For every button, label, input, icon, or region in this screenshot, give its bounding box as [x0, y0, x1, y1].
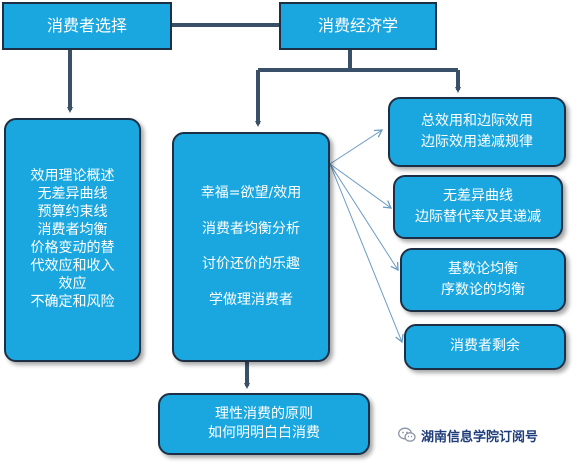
right-box-line: 基数论均衡	[448, 261, 518, 277]
left-panel-line: 代效应和收入	[30, 257, 115, 274]
left-panel-line: 预算约束线	[37, 204, 108, 221]
right-box-line: 序数论的均衡	[441, 282, 525, 298]
left-panel: 效用理论概述 无差异曲线 预算约束线 消费者均衡 价格变动的替 代效应和收入 效…	[4, 118, 141, 362]
top-right-label: 消费经济学	[317, 16, 398, 35]
right-box-marginal-utility: 总效用和边际效用 边际效用递减规律	[388, 97, 566, 167]
top-left-label: 消费者选择	[46, 16, 127, 35]
bottom-panel: 理性消费的原则 如何明明白白消费	[158, 393, 370, 455]
left-panel-line: 效用理论概述	[30, 168, 115, 185]
watermark: 湖南信息学院订阅号	[398, 425, 538, 445]
center-panel: 幸福=欲望/效用 消费者均衡分析 讨价还价的乐趣 学做理消费者	[172, 132, 330, 362]
wechat-icon	[398, 427, 416, 442]
fan-arrow-1	[329, 129, 384, 165]
center-panel-line: 幸福=欲望/效用	[200, 185, 302, 201]
top-right-box: 消费经济学	[279, 2, 437, 50]
right-box-line: 边际效用递减规律	[421, 134, 533, 150]
right-box-line: 边际替代率及其递减	[415, 209, 541, 225]
left-panel-line: 效应	[58, 275, 87, 292]
right-box-line: 无差异曲线	[443, 188, 513, 204]
fan-arrow-3	[329, 163, 399, 272]
right-box-line: 总效用和边际效用	[421, 113, 533, 129]
left-panel-line: 无差异曲线	[37, 186, 108, 203]
fan-arrow-2	[329, 163, 393, 209]
fan-arrow-4	[329, 163, 404, 344]
left-panel-line: 消费者均衡	[37, 222, 108, 239]
top-left-box: 消费者选择	[2, 2, 172, 50]
left-panel-line: 价格变动的替	[30, 240, 115, 256]
bottom-panel-line: 如何明明白白消费	[208, 425, 320, 441]
center-panel-line: 消费者均衡分析	[202, 220, 300, 237]
left-panel-line: 不确定和风险	[30, 293, 115, 310]
bottom-panel-line: 理性消费的原则	[215, 406, 313, 423]
watermark-text: 湖南信息学院订阅号	[421, 429, 539, 445]
right-box-equilibrium: 基数论均衡 序数论的均衡	[400, 248, 566, 312]
connector-top-right-split	[258, 50, 458, 72]
right-box-consumer-surplus: 消费者剩余	[404, 324, 566, 370]
center-panel-line: 学做理消费者	[209, 291, 293, 308]
right-box-indifference: 无差异曲线 边际替代率及其递减	[393, 175, 563, 239]
right-box-line: 消费者剩余	[450, 338, 520, 355]
center-panel-line: 讨价还价的乐趣	[202, 256, 300, 272]
